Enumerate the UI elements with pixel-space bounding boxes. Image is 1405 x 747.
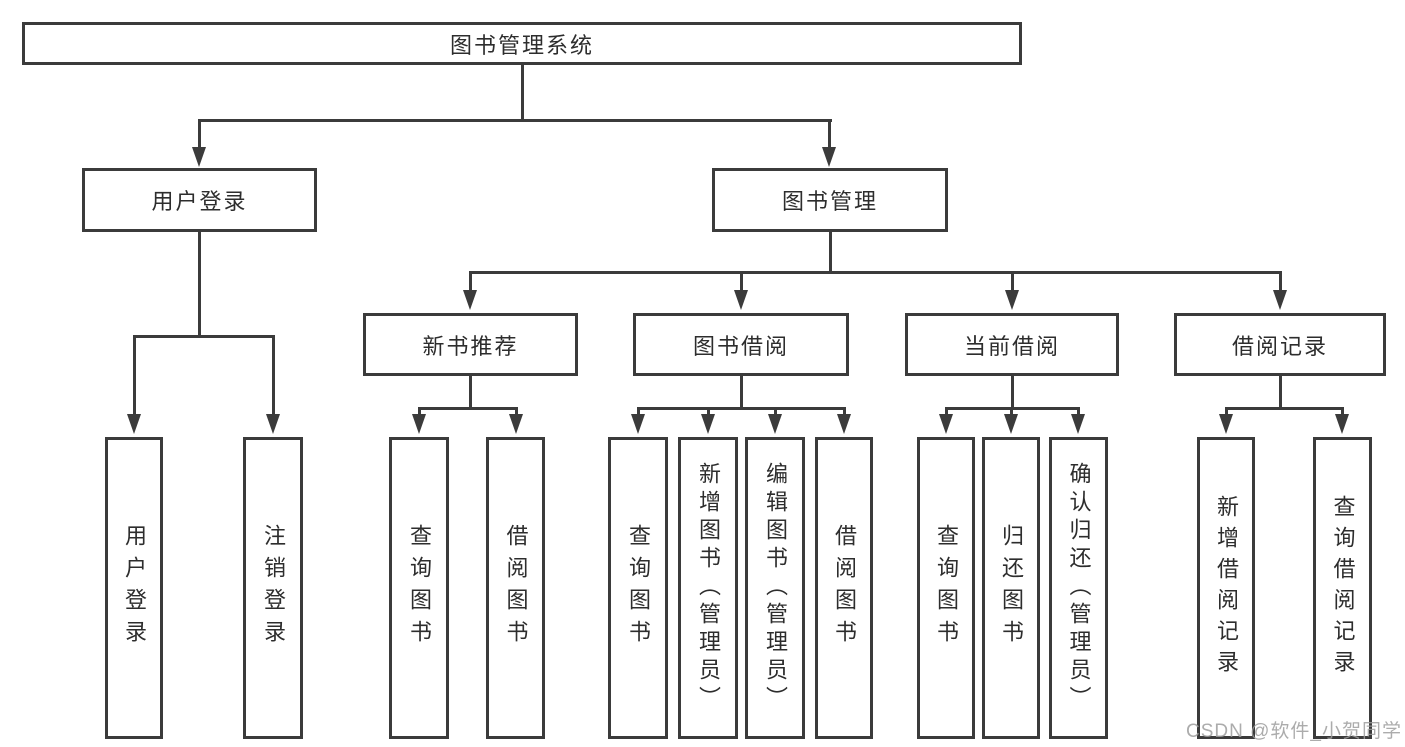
leaf-logout: 注销登录 [243,437,303,739]
leaf-add-borrow-record: 新增借阅记录 [1197,437,1255,739]
node-book-borrowing-label: 图书借阅 [692,333,789,359]
connector-line [418,407,421,417]
connector-line [1279,271,1282,293]
arrowhead-down-icon [127,414,141,434]
connector-line [1010,407,1013,417]
connector-line [521,65,524,120]
leaf-borrow-books: 借阅图书 [815,437,873,739]
connector-line [1225,407,1344,410]
leaf-query-books-current: 查询图书 [917,437,975,739]
connector-line [515,407,518,417]
connector-line [133,335,274,338]
connector-line [272,335,275,415]
leaf-user-login: 用户登录 [105,437,163,739]
leaf-borrow-books-recommend-label: 借阅图书 [503,524,529,652]
arrowhead-down-icon [701,414,715,434]
arrowhead-down-icon [768,414,782,434]
connector-line [843,407,846,417]
arrowhead-down-icon [837,414,851,434]
leaf-borrow-books-label: 借阅图书 [832,524,857,652]
connector-line [198,232,201,338]
connector-line [774,407,777,417]
node-current-borrowing-label: 当前借阅 [963,333,1060,359]
leaf-return-books: 归还图书 [982,437,1040,739]
connector-line [469,271,1282,274]
connector-line [1011,271,1014,293]
leaf-return-books-label: 归还图书 [999,524,1024,652]
connector-line [945,407,948,417]
node-user-login-label: 用户登录 [151,189,248,214]
arrowhead-down-icon [1335,414,1349,434]
leaf-query-borrow-record: 查询借阅记录 [1313,437,1372,739]
connector-line [829,232,832,274]
leaf-edit-books-admin: 编辑图书（管理员） [745,437,805,739]
leaf-query-books-borrow: 查询图书 [608,437,668,739]
arrowhead-down-icon [509,414,523,434]
connector-line [1225,407,1228,417]
leaf-edit-books-admin-label: 编辑图书（管理员） [763,462,788,714]
connector-line [418,407,518,410]
arrowhead-down-icon [1219,414,1233,434]
leaf-borrow-books-recommend: 借阅图书 [486,437,545,739]
connector-line [133,335,136,415]
node-borrowing-records-label: 借阅记录 [1231,333,1328,359]
node-borrowing-records: 借阅记录 [1174,313,1386,376]
node-book-management-label: 图书管理 [781,189,878,214]
connector-line [637,407,846,410]
arrowhead-down-icon [463,290,477,310]
leaf-query-books-current-label: 查询图书 [934,524,959,652]
node-root-label: 图书管理系统 [449,32,594,58]
connector-line [1011,376,1014,410]
connector-line [740,376,743,410]
leaf-query-books-recommend: 查询图书 [389,437,449,739]
leaf-query-books-recommend-label: 查询图书 [407,524,432,652]
node-current-borrowing: 当前借阅 [905,313,1119,376]
connector-line [637,407,640,417]
leaf-confirm-return-admin: 确认归还（管理员） [1049,437,1108,739]
leaf-confirm-return-admin-label: 确认归还（管理员） [1066,462,1092,714]
connector-line [1279,376,1282,410]
arrowhead-down-icon [1004,414,1018,434]
leaf-add-borrow-record-label: 新增借阅记录 [1214,495,1239,681]
arrowhead-down-icon [822,147,836,167]
connector-line [1077,407,1080,417]
connector-line [469,376,472,410]
node-book-management: 图书管理 [712,168,948,232]
leaf-logout-label: 注销登录 [261,524,286,652]
arrowhead-down-icon [192,147,206,167]
node-root: 图书管理系统 [22,22,1022,65]
connector-line [198,119,201,151]
leaf-add-books-admin: 新增图书（管理员） [678,437,738,739]
connector-line [1341,407,1344,417]
leaf-query-borrow-record-label: 查询借阅记录 [1330,495,1356,681]
node-new-book-recommendation: 新书推荐 [363,313,578,376]
node-book-borrowing: 图书借阅 [633,313,849,376]
arrowhead-down-icon [1005,290,1019,310]
connector-line [469,271,472,293]
leaf-query-books-borrow-label: 查询图书 [626,524,651,652]
arrowhead-down-icon [631,414,645,434]
leaf-user-login-label: 用户登录 [122,524,147,652]
connector-line [198,119,832,122]
connector-line [740,271,743,293]
arrowhead-down-icon [734,290,748,310]
connector-line [828,119,831,151]
connector-line [707,407,710,417]
csdn-watermark: CSDN @软件_小贺同学 [1186,721,1402,742]
arrowhead-down-icon [939,414,953,434]
arrowhead-down-icon [412,414,426,434]
node-user-login: 用户登录 [82,168,317,232]
node-new-book-recommendation-label: 新书推荐 [422,333,519,359]
arrowhead-down-icon [266,414,280,434]
arrowhead-down-icon [1071,414,1085,434]
leaf-add-books-admin-label: 新增图书（管理员） [696,462,721,714]
arrowhead-down-icon [1273,290,1287,310]
